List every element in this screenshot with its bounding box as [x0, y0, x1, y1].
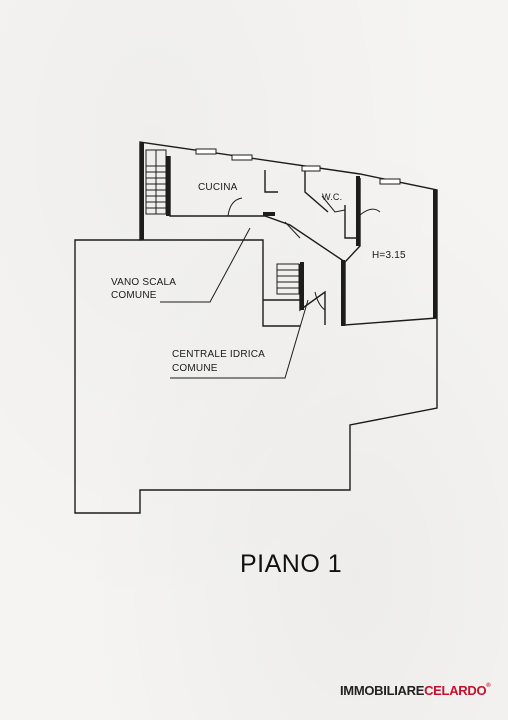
label-water-line2: COMUNE [172, 363, 218, 374]
brand-registered-mark: ® [486, 683, 491, 689]
room-label-kitchen: CUCINA [198, 182, 238, 193]
leader-stair [160, 227, 251, 303]
wall-stair [140, 239, 300, 327]
wall-fill-2 [166, 156, 170, 216]
window-4 [379, 178, 401, 185]
label-water-line1: CENTRALE IDRICA [172, 349, 266, 360]
floor-title: PIANO 1 [240, 550, 343, 578]
wall-fill-6 [300, 262, 304, 310]
door-right-room [359, 208, 381, 216]
wall-top-short [264, 170, 278, 193]
wall-kitchen [169, 156, 346, 263]
wall-fill-7 [263, 212, 275, 216]
door-wc [321, 195, 346, 213]
brand-part1: IMMOBILIARE [340, 683, 425, 698]
wall-fill-5 [433, 190, 437, 318]
label-stair-line1: VANO SCALA [111, 277, 177, 288]
door-kitchen [227, 197, 243, 217]
label-stair-line2: COMUNE [111, 290, 157, 301]
leader-water [170, 299, 309, 379]
door-corridor [284, 221, 301, 239]
door-stair [314, 291, 326, 311]
brand-part2: CELARDO [424, 683, 487, 698]
wall-fill-3 [341, 260, 345, 326]
wall-fill-1 [140, 142, 144, 240]
brand-logo: IMMOBILIARECELARDO® [340, 683, 491, 698]
wall-wc [304, 168, 360, 239]
window-2 [231, 154, 253, 161]
plan-outline [74, 141, 438, 514]
window-3 [301, 165, 321, 172]
stair-middle-frame [276, 263, 300, 295]
wall-fill-4 [356, 176, 360, 246]
room-label-wc: W.C. [322, 192, 343, 202]
window-1 [195, 148, 217, 155]
room-label-height: H=3.15 [372, 250, 406, 261]
